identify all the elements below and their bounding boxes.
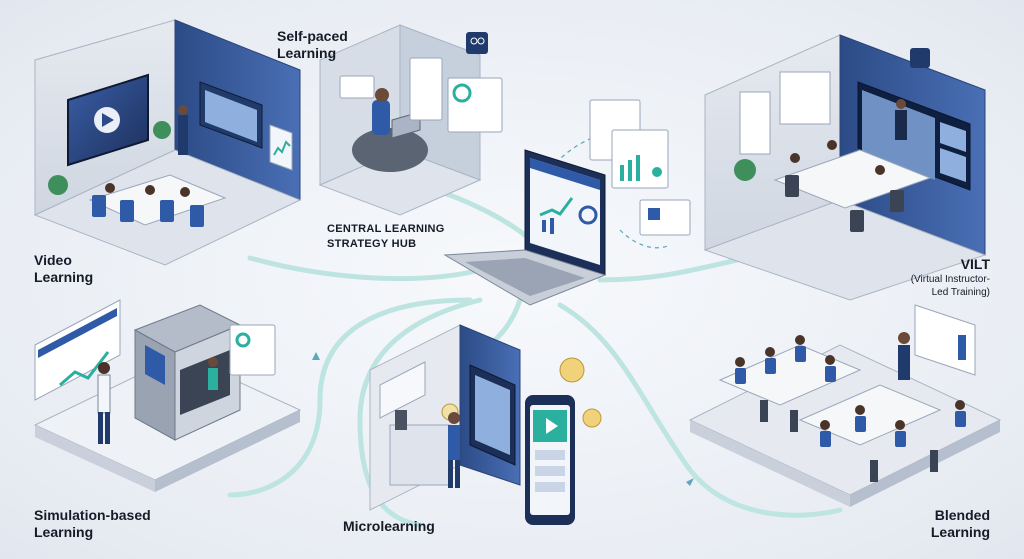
hub-label-line2: STRATEGY HUB [327,238,417,250]
hub-label-line1: CENTRAL LEARNING [327,223,445,235]
blended-label-line1: Blended [934,507,990,523]
simulation-label-line2: Learning [34,524,94,540]
video-label-line1: Video [34,252,72,268]
blended-label-line2: Learning [930,524,990,540]
self-paced-label: Self-paced Learning [277,28,348,62]
microlearning-label: Microlearning [343,518,435,535]
badge-icon [559,357,585,383]
vilt-label: VILT (Virtual Instructor- Led Training) [880,256,990,299]
self-paced-label-line1: Self-paced [277,28,348,44]
arrow-head-icon [686,478,694,486]
blended-learning-label: Blended Learning [890,507,990,541]
self-paced-room [318,24,503,216]
flow-line-lower [357,297,483,528]
users-icon [910,48,930,68]
badge-icon [582,408,602,428]
video-label-line2: Learning [34,269,94,285]
vilt-label-title: VILT [960,256,990,272]
arrow-head-icon [312,352,320,360]
simulation-platform [33,299,302,492]
central-hub-laptop [443,99,691,306]
simulation-label-line1: Simulation-based [34,507,151,523]
video-learning-label: Video Learning [34,252,93,286]
video-learning-room [33,19,302,266]
simulation-label: Simulation-based Learning [34,507,151,541]
hub-label: CENTRAL LEARNING STRATEGY HUB [327,222,445,252]
microlearning-room [369,324,602,525]
self-paced-label-line2: Learning [277,45,337,61]
user-icon [648,208,660,220]
vilt-room [703,34,987,301]
flow-line-blended [557,302,843,518]
flow-line-video [247,255,483,282]
blended-learning-platform [688,304,1002,507]
users-icon [466,32,488,54]
micro-label-line1: Microlearning [343,518,435,534]
flow-line-simulation [227,297,473,498]
vilt-label-sub2: Led Training) [931,287,990,298]
vilt-label-sub1: (Virtual Instructor- [910,274,990,285]
